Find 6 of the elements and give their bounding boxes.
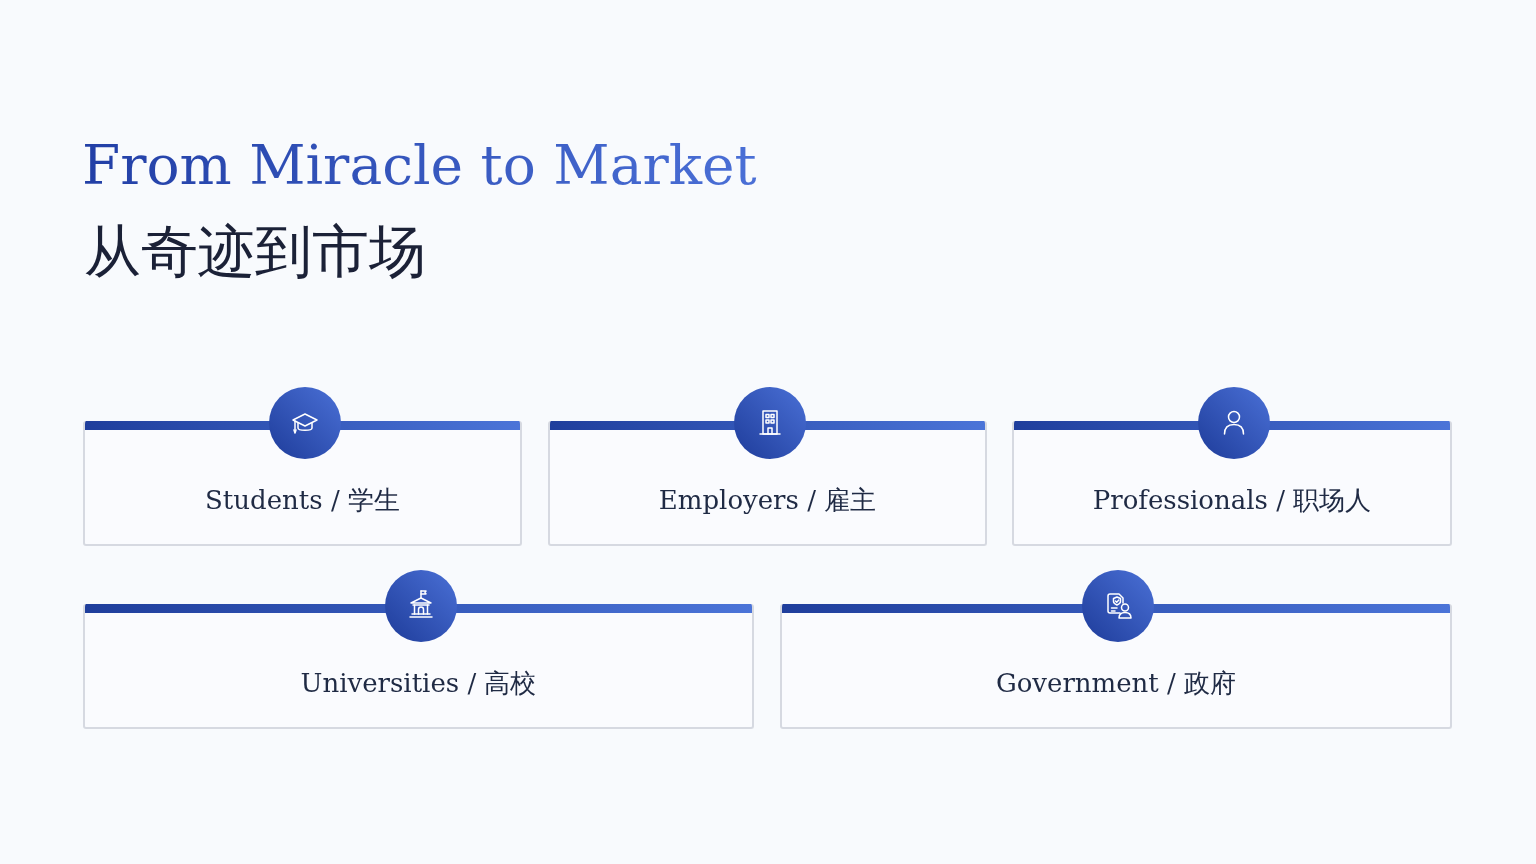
card-label: Students / 学生 [205,484,400,517]
subtitle: 从奇迹到市场 [84,217,426,286]
card-label: Universities / 高校 [300,667,537,700]
card-label: Employers / 雇主 [658,484,877,517]
card-label: Professionals / 职场人 [1092,484,1372,517]
card-label: Government / 政府 [995,667,1237,700]
